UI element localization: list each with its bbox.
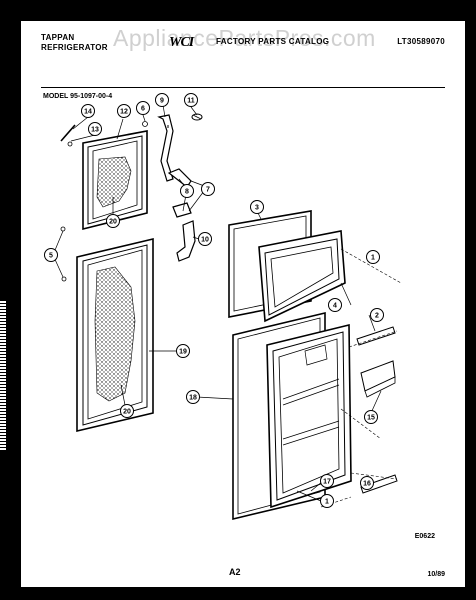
callout-3: 3 [250,200,264,214]
callout-18: 18 [186,390,200,404]
screw-6 [142,121,148,127]
callout-5: 5 [44,248,58,262]
callout-label-8: 8 [185,189,189,196]
catalog-code: LT30589070 [397,37,445,46]
callout-label-12: 12 [120,109,128,116]
brand-line-1: TAPPAN [41,33,75,42]
callout-label-17: 17 [323,479,331,486]
header-rule [41,87,445,88]
pin-14 [60,124,76,142]
callout-12: 12 [117,104,131,118]
top-hinge-9 [157,114,174,182]
brand-line-2: REFRIGERATOR [41,43,108,52]
callout-label-1-lower: 1 [325,499,329,506]
callout-16: 16 [360,476,374,490]
callout-1-upper: 1 [366,250,380,264]
callout-label-14: 14 [84,109,92,116]
callout-9: 9 [155,93,169,107]
callout-15: 15 [364,410,378,424]
callout-13: 13 [88,122,102,136]
header-brand: TAPPAN REFRIGERATOR [41,33,108,53]
drawing-code: E0622 [414,533,435,540]
freezer-door-insulation [96,156,132,208]
callout-label-11: 11 [187,98,195,105]
callout-8: 8 [180,184,194,198]
model-label: MODEL 95-1097-00-4 [43,93,113,100]
plug-13 [67,141,73,147]
callout-label-1-upper: 1 [371,255,375,262]
scan-edge-artifact [0,300,6,450]
callout-label-4: 4 [333,303,337,310]
callout-1-lower: 1 [320,494,334,508]
screw-5a [60,226,66,232]
callout-label-9: 9 [160,98,164,105]
callout-4: 4 [328,298,342,312]
callout-10: 10 [198,232,212,246]
callout-label-15: 15 [367,415,375,422]
catalog-title: FACTORY PARTS CATALOG [216,37,330,46]
screw-11 [191,113,203,121]
callout-20-upper: 20 [106,214,120,228]
center-hinge-10 [176,220,196,262]
shelf-rail-2 [356,326,396,346]
screw-5b [61,276,67,282]
callout-19: 19 [176,344,190,358]
revision-date: 10/89 [427,571,445,578]
callout-label-3: 3 [255,205,259,212]
upper-door-liner-4 [258,230,346,323]
callout-6: 6 [136,101,150,115]
hinge-assembly [157,114,196,262]
callout-label-13: 13 [91,127,99,134]
hinge-bracket-8 [172,202,192,218]
callout-label-5: 5 [49,253,53,260]
lower-door-liner-17 [266,323,352,509]
callout-7: 7 [201,182,215,196]
callout-label-20-upper: 20 [109,219,117,226]
callout-label-7: 7 [206,187,210,194]
callout-20-lower: 20 [120,404,134,418]
page-number: A2 [229,567,241,577]
callout-11: 11 [184,93,198,107]
callout-label-20-lower: 20 [123,409,131,416]
wci-logo: WCI [169,35,194,50]
callout-label-19: 19 [179,349,187,356]
callout-label-2: 2 [375,313,379,320]
door-bin-15 [360,360,396,398]
callout-label-16: 16 [363,481,371,488]
catalog-page: AppliancePartsPros.com TAPPAN REFRIGERAT… [20,20,466,588]
callout-label-18: 18 [189,395,197,402]
callout-label-6: 6 [141,106,145,113]
callout-17: 17 [320,474,334,488]
fresh-food-door-insulation [94,266,136,402]
callout-14: 14 [81,104,95,118]
watermark: AppliancePartsPros.com [113,25,376,51]
exploded-parts-diagram: 14 13 12 6 9 11 8 7 [44,93,402,521]
callout-2: 2 [370,308,384,322]
callout-label-10: 10 [201,237,209,244]
